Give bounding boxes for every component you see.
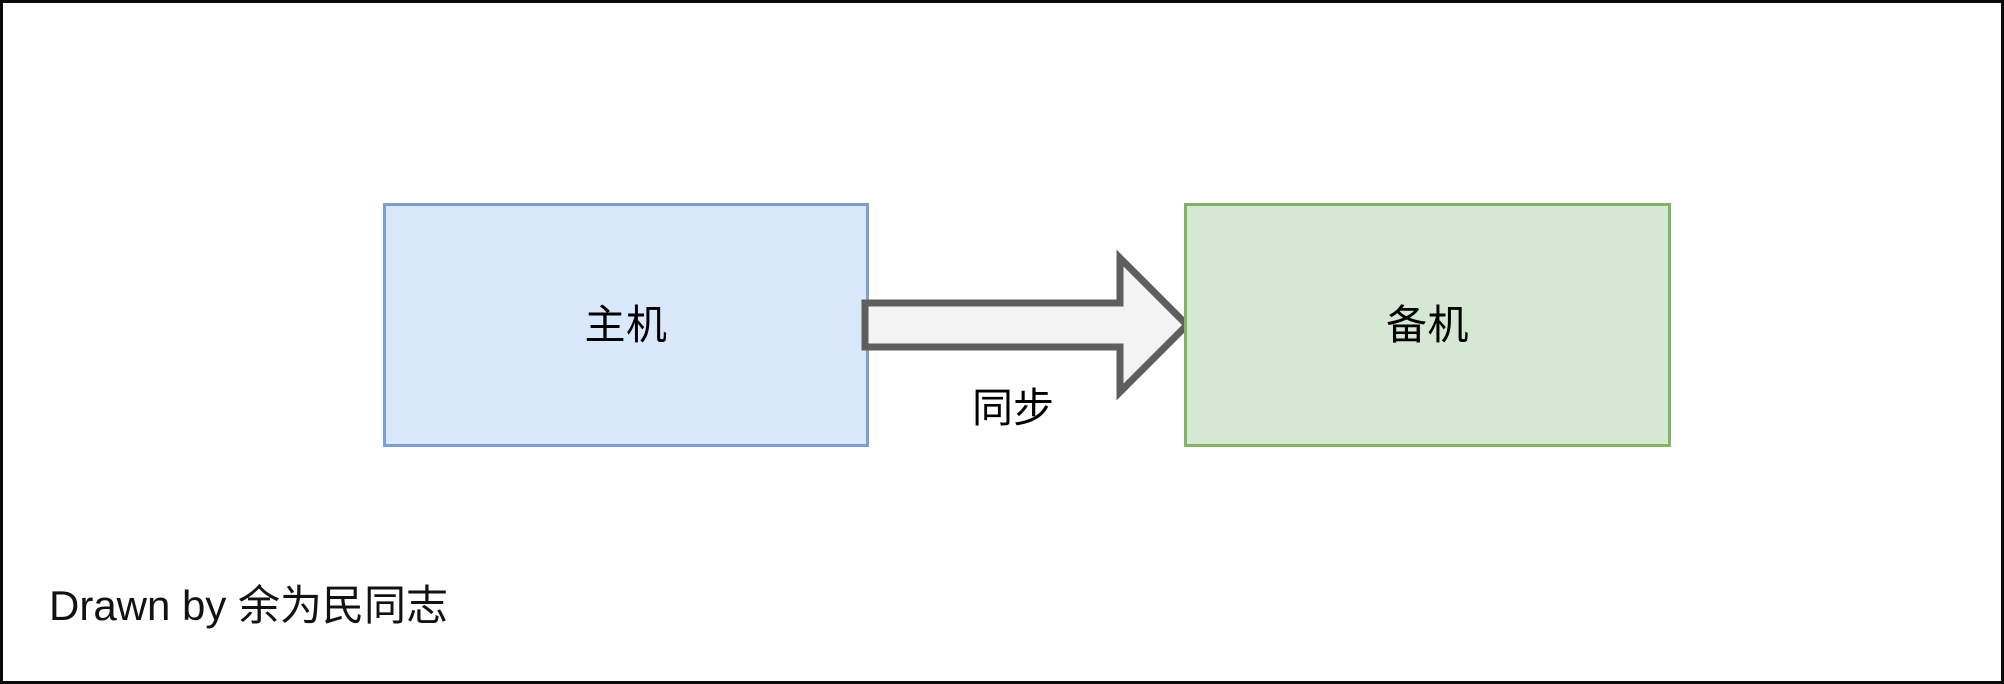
sync-arrow-label: 同步: [972, 385, 1054, 431]
node-standby-label: 备机: [1386, 301, 1469, 348]
node-host-label: 主机: [584, 301, 668, 348]
sync-arrow[interactable]: [858, 249, 1194, 401]
node-host[interactable]: 主机: [383, 203, 869, 447]
node-standby[interactable]: 备机: [1184, 203, 1671, 447]
diagram-caption: Drawn by 余为民同志: [49, 582, 449, 629]
block-arrow-shape: [861, 249, 1192, 401]
